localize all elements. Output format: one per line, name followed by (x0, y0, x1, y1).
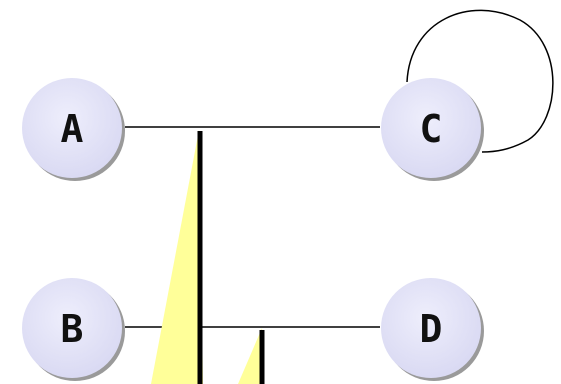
self-loop-c (406, 9, 554, 153)
pointer-wedge-2 (238, 328, 264, 384)
node-b-circle (22, 278, 122, 378)
node-a[interactable]: A (22, 78, 125, 181)
pointer-wedge-1 (151, 130, 203, 384)
node-b[interactable]: B (22, 278, 125, 381)
node-d-label: D (420, 307, 443, 351)
node-d-circle (381, 278, 481, 378)
node-a-label: A (61, 107, 84, 151)
node-d[interactable]: D (381, 278, 484, 381)
node-c-label: C (420, 107, 443, 151)
node-c-circle (381, 78, 481, 178)
node-c[interactable]: C (381, 78, 484, 181)
node-a-circle (22, 78, 122, 178)
node-b-label: B (61, 307, 84, 351)
